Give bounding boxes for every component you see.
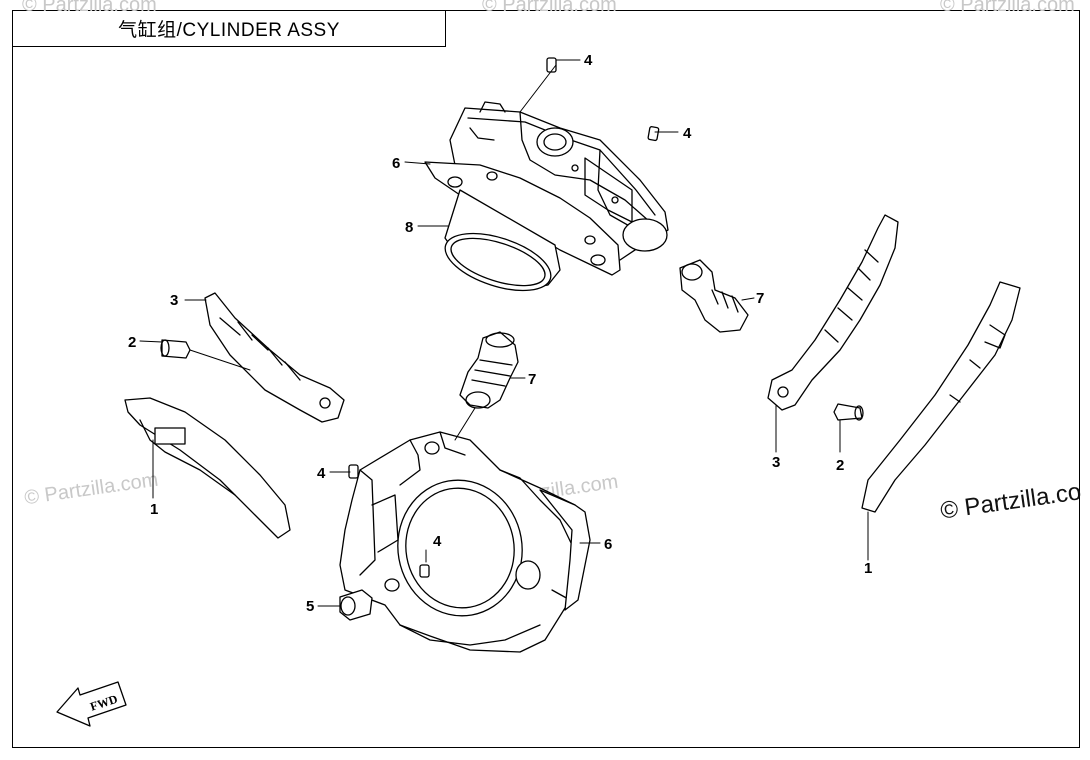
leader-lines <box>139 59 869 607</box>
water-fitting <box>339 589 373 621</box>
lower-base-gasket <box>539 489 591 611</box>
left-tensioner-guide <box>204 292 345 423</box>
callout-6-upper: 6 <box>392 155 400 172</box>
callout-7-upper: 7 <box>756 290 764 307</box>
callout-4-lower-left: 4 <box>317 465 326 482</box>
diagram-title: 气缸组/CYLINDER ASSY <box>12 10 446 47</box>
fwd-arrow-icon <box>56 681 127 727</box>
upper-chain-tensioner <box>679 259 749 333</box>
left-fixed-guide <box>124 397 291 539</box>
callout-1-left: 1 <box>150 501 158 518</box>
left-bolt <box>160 339 191 359</box>
upper-dowel-pins <box>546 57 660 142</box>
callout-4-lower-center: 4 <box>433 533 442 550</box>
right-fixed-guide <box>861 281 1021 513</box>
callout-3-right: 3 <box>772 454 780 471</box>
callout-4-upper-right: 4 <box>683 125 692 142</box>
right-bolt <box>833 403 864 421</box>
callout-3-left: 3 <box>170 292 178 309</box>
callout-4-top: 4 <box>584 52 593 69</box>
right-tensioner-guide <box>767 214 899 411</box>
cylinder-block <box>339 431 581 653</box>
callout-6-lower: 6 <box>604 536 612 553</box>
callout-5: 5 <box>306 598 314 615</box>
drawing-frame <box>12 10 1080 748</box>
callout-1-right: 1 <box>864 560 872 577</box>
callout-7-lower: 7 <box>528 371 536 388</box>
watermark-top-left: © Partzilla.com <box>22 0 157 16</box>
cylinder-liner <box>444 189 561 292</box>
lower-chain-tensioner <box>459 331 519 409</box>
callout-2-right: 2 <box>836 457 844 474</box>
callout-2-left: 2 <box>128 334 136 351</box>
watermark-top-center: © Partzilla.com <box>482 0 617 16</box>
watermark-top-right: © Partzilla.com <box>940 0 1075 16</box>
callout-8: 8 <box>405 219 413 236</box>
lower-dowel-pins <box>348 464 430 578</box>
